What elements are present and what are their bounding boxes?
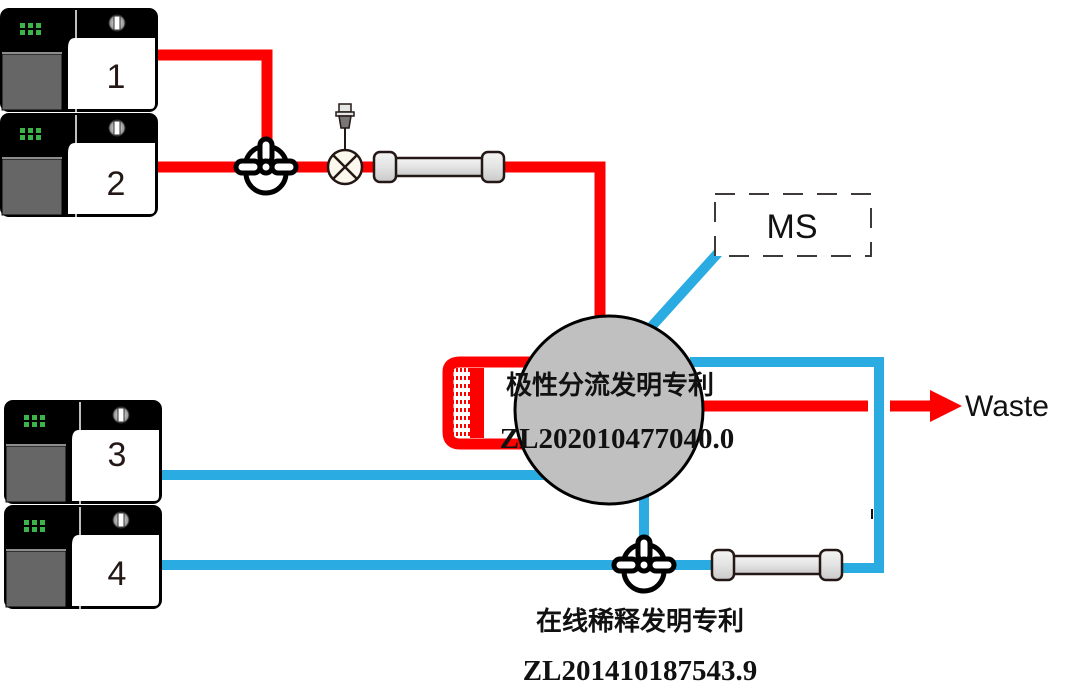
tick-mark	[871, 509, 873, 519]
waste-arrow-icon	[930, 390, 962, 422]
bypass-loop-line	[690, 357, 884, 573]
polarity-split-valve: 极性分流发明专利 ZL202010477040.0	[500, 314, 734, 506]
pump-4-label: 4	[108, 555, 127, 593]
valve-patent-title: 极性分流发明专利	[506, 370, 714, 401]
valve-patent-number: ZL202010477040.0	[500, 423, 734, 455]
waste-label: Waste	[965, 390, 1049, 423]
red-flow-lines	[158, 49, 962, 450]
ms-detector: MS	[714, 193, 872, 257]
injector-valve-icon	[326, 103, 364, 186]
column-top-icon	[372, 150, 506, 184]
pump-3-label: 3	[108, 436, 127, 474]
ms-line	[648, 249, 722, 330]
pump-4: 4	[3, 504, 163, 610]
ms-label: MS	[767, 208, 818, 246]
dilution-patent-number: ZL201410187543.9	[523, 655, 757, 687]
pump-1-label: 1	[107, 58, 126, 96]
pump-2: 2	[0, 112, 159, 218]
pump1-line	[158, 49, 273, 140]
pump-3: 3	[3, 399, 163, 505]
mixing-tee-icon	[236, 139, 296, 193]
column-to-valve-line	[594, 161, 606, 330]
column-bottom-icon	[710, 548, 844, 582]
dilution-patent-title: 在线稀释发明专利	[536, 606, 744, 637]
pump-2-label: 2	[107, 165, 126, 203]
mixing-tee-bottom-icon	[614, 537, 674, 591]
pump-1: 1	[0, 7, 159, 113]
coil-icon	[442, 356, 530, 450]
